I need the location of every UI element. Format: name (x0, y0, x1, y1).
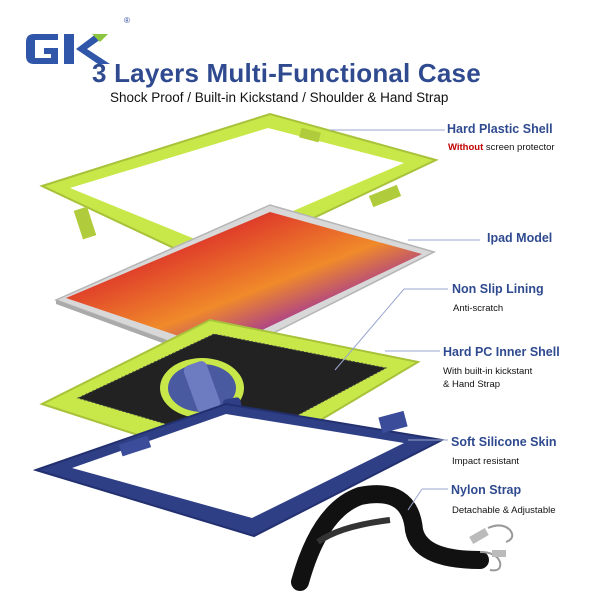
desc-emphasis: Without (448, 142, 484, 153)
silicone-skin-graphic (32, 402, 446, 538)
registered-mark: ® (124, 16, 130, 25)
label-non-slip-lining: Non Slip Lining (452, 282, 544, 296)
label-hard-plastic-shell: Hard Plastic Shell (447, 122, 553, 136)
label-hard-pc-inner-shell: Hard PC Inner Shell (443, 345, 560, 359)
label-nylon-strap: Nylon Strap (451, 483, 522, 497)
desc-soft-silicone-skin: Impact resistant (452, 456, 520, 467)
callout-lines (330, 129, 480, 511)
label-soft-silicone-skin: Soft Silicone Skin (451, 435, 557, 449)
inner-shell-graphic (39, 318, 421, 470)
desc-hard-plastic-shell: Without screen protector (448, 141, 555, 154)
desc-nylon-strap: Detachable & Adjustable (452, 505, 556, 516)
desc-non-slip-lining: Anti-scratch (453, 303, 504, 314)
desc-hard-pc-inner-shell-2: & Hand Strap (443, 379, 501, 390)
page-title: 3 Layers Multi-Functional Case (92, 58, 481, 88)
hard-plastic-shell-graphic (39, 112, 439, 268)
page-subtitle: Shock Proof / Built-in Kickstand / Shoul… (110, 90, 449, 105)
gk-logo (26, 34, 110, 64)
desc-hard-pc-inner-shell-1: With built-in kickstant (443, 366, 533, 377)
label-ipad-model: Ipad Model (487, 231, 553, 245)
desc-text: screen protector (483, 142, 555, 153)
ipad-graphic (54, 204, 437, 364)
nylon-strap-graphic (291, 485, 514, 591)
